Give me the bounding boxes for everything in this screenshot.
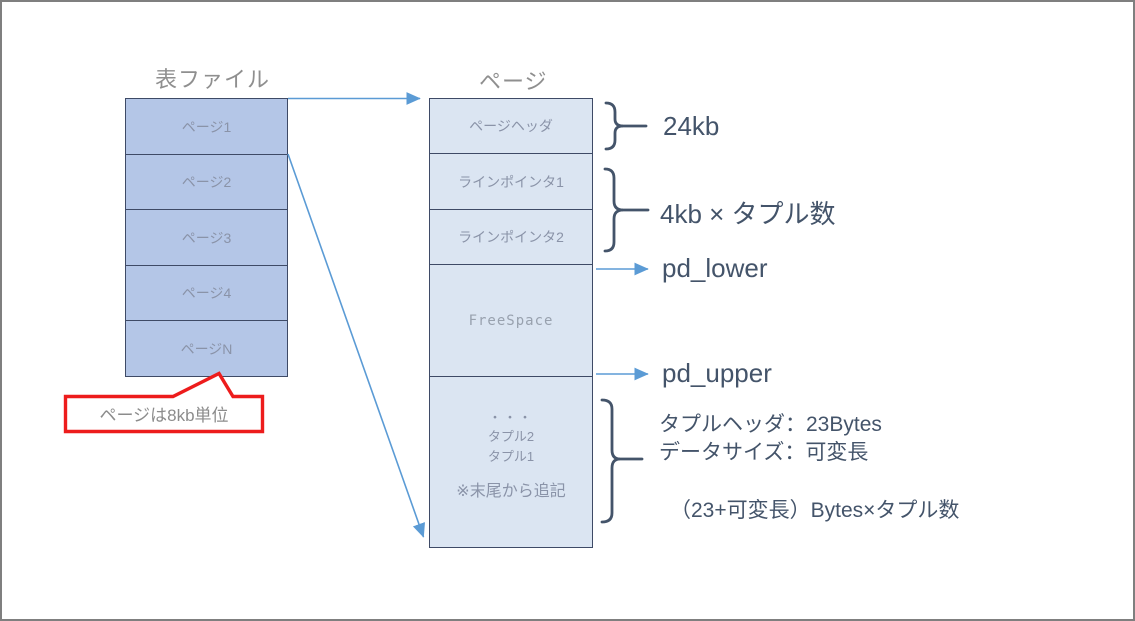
table-file-page-2-label: ページ2 [181, 174, 232, 190]
tuples-ellipsis: ・・・ [488, 410, 534, 425]
annotation-pd-upper: pd_upper [662, 358, 772, 388]
table-file-page-2: ページ2 [125, 154, 288, 210]
table-file-page-4: ページ4 [125, 265, 288, 321]
annotation-tuple-total-size: （23+可変長）Bytes×タプル数 [670, 499, 960, 522]
page-section-tuples: ・・・ タプル2 タプル1 ※末尾から追記 [429, 376, 593, 548]
tuple-1-label: タプル1 [487, 449, 535, 464]
tuples-append-note: ※末尾から追記 [456, 483, 566, 500]
line-pointer-1-label: ラインポインタ1 [458, 173, 564, 190]
brace-line-pointers-icon [603, 167, 650, 253]
annotation-4kb-per-tuple: 4kb × タプル数 [660, 199, 836, 229]
annotation-pd-lower: pd_lower [662, 253, 768, 283]
annotation-tuple-sizes: タプルヘッダ：23Bytes データサイズ：可変長 [659, 411, 882, 467]
page-section-line-pointer-2: ラインポインタ2 [429, 209, 593, 265]
annotation-data-size: データサイズ：可変長 [659, 441, 869, 464]
brace-tuples-icon [600, 398, 644, 524]
page-header-label: ページヘッダ [469, 118, 553, 134]
line-pointer-2-label: ラインポインタ2 [458, 229, 564, 245]
table-file-page-3-label: ページ3 [181, 229, 232, 246]
annotation-tuple-header-size: タプルヘッダ：23Bytes [659, 413, 882, 436]
table-file-page-1: ページ1 [125, 98, 288, 155]
table-file-page-1-label: ページ1 [181, 118, 232, 135]
arrow-page1-to-page-bottom-icon [287, 153, 425, 538]
free-space-label: FreeSpace [468, 312, 554, 329]
table-file-title: 表ファイル [155, 67, 271, 92]
table-file-page-n: ページN [125, 320, 288, 377]
annotation-24kb: 24kb [663, 111, 720, 141]
page-section-free-space: FreeSpace [429, 264, 593, 377]
table-file-page-n-label: ページN [180, 340, 233, 357]
page-section-line-pointer-1: ラインポインタ1 [429, 153, 593, 210]
brace-page-header-icon [604, 101, 648, 151]
tuple-2-label: タプル2 [487, 429, 535, 444]
table-file-page-3: ページ3 [125, 209, 288, 266]
callout-page-size: ページは8kb単位 [99, 406, 229, 425]
page-section-header: ページヘッダ [429, 98, 593, 154]
page-title: ページ [479, 69, 548, 94]
table-file-page-4-label: ページ4 [181, 285, 232, 301]
